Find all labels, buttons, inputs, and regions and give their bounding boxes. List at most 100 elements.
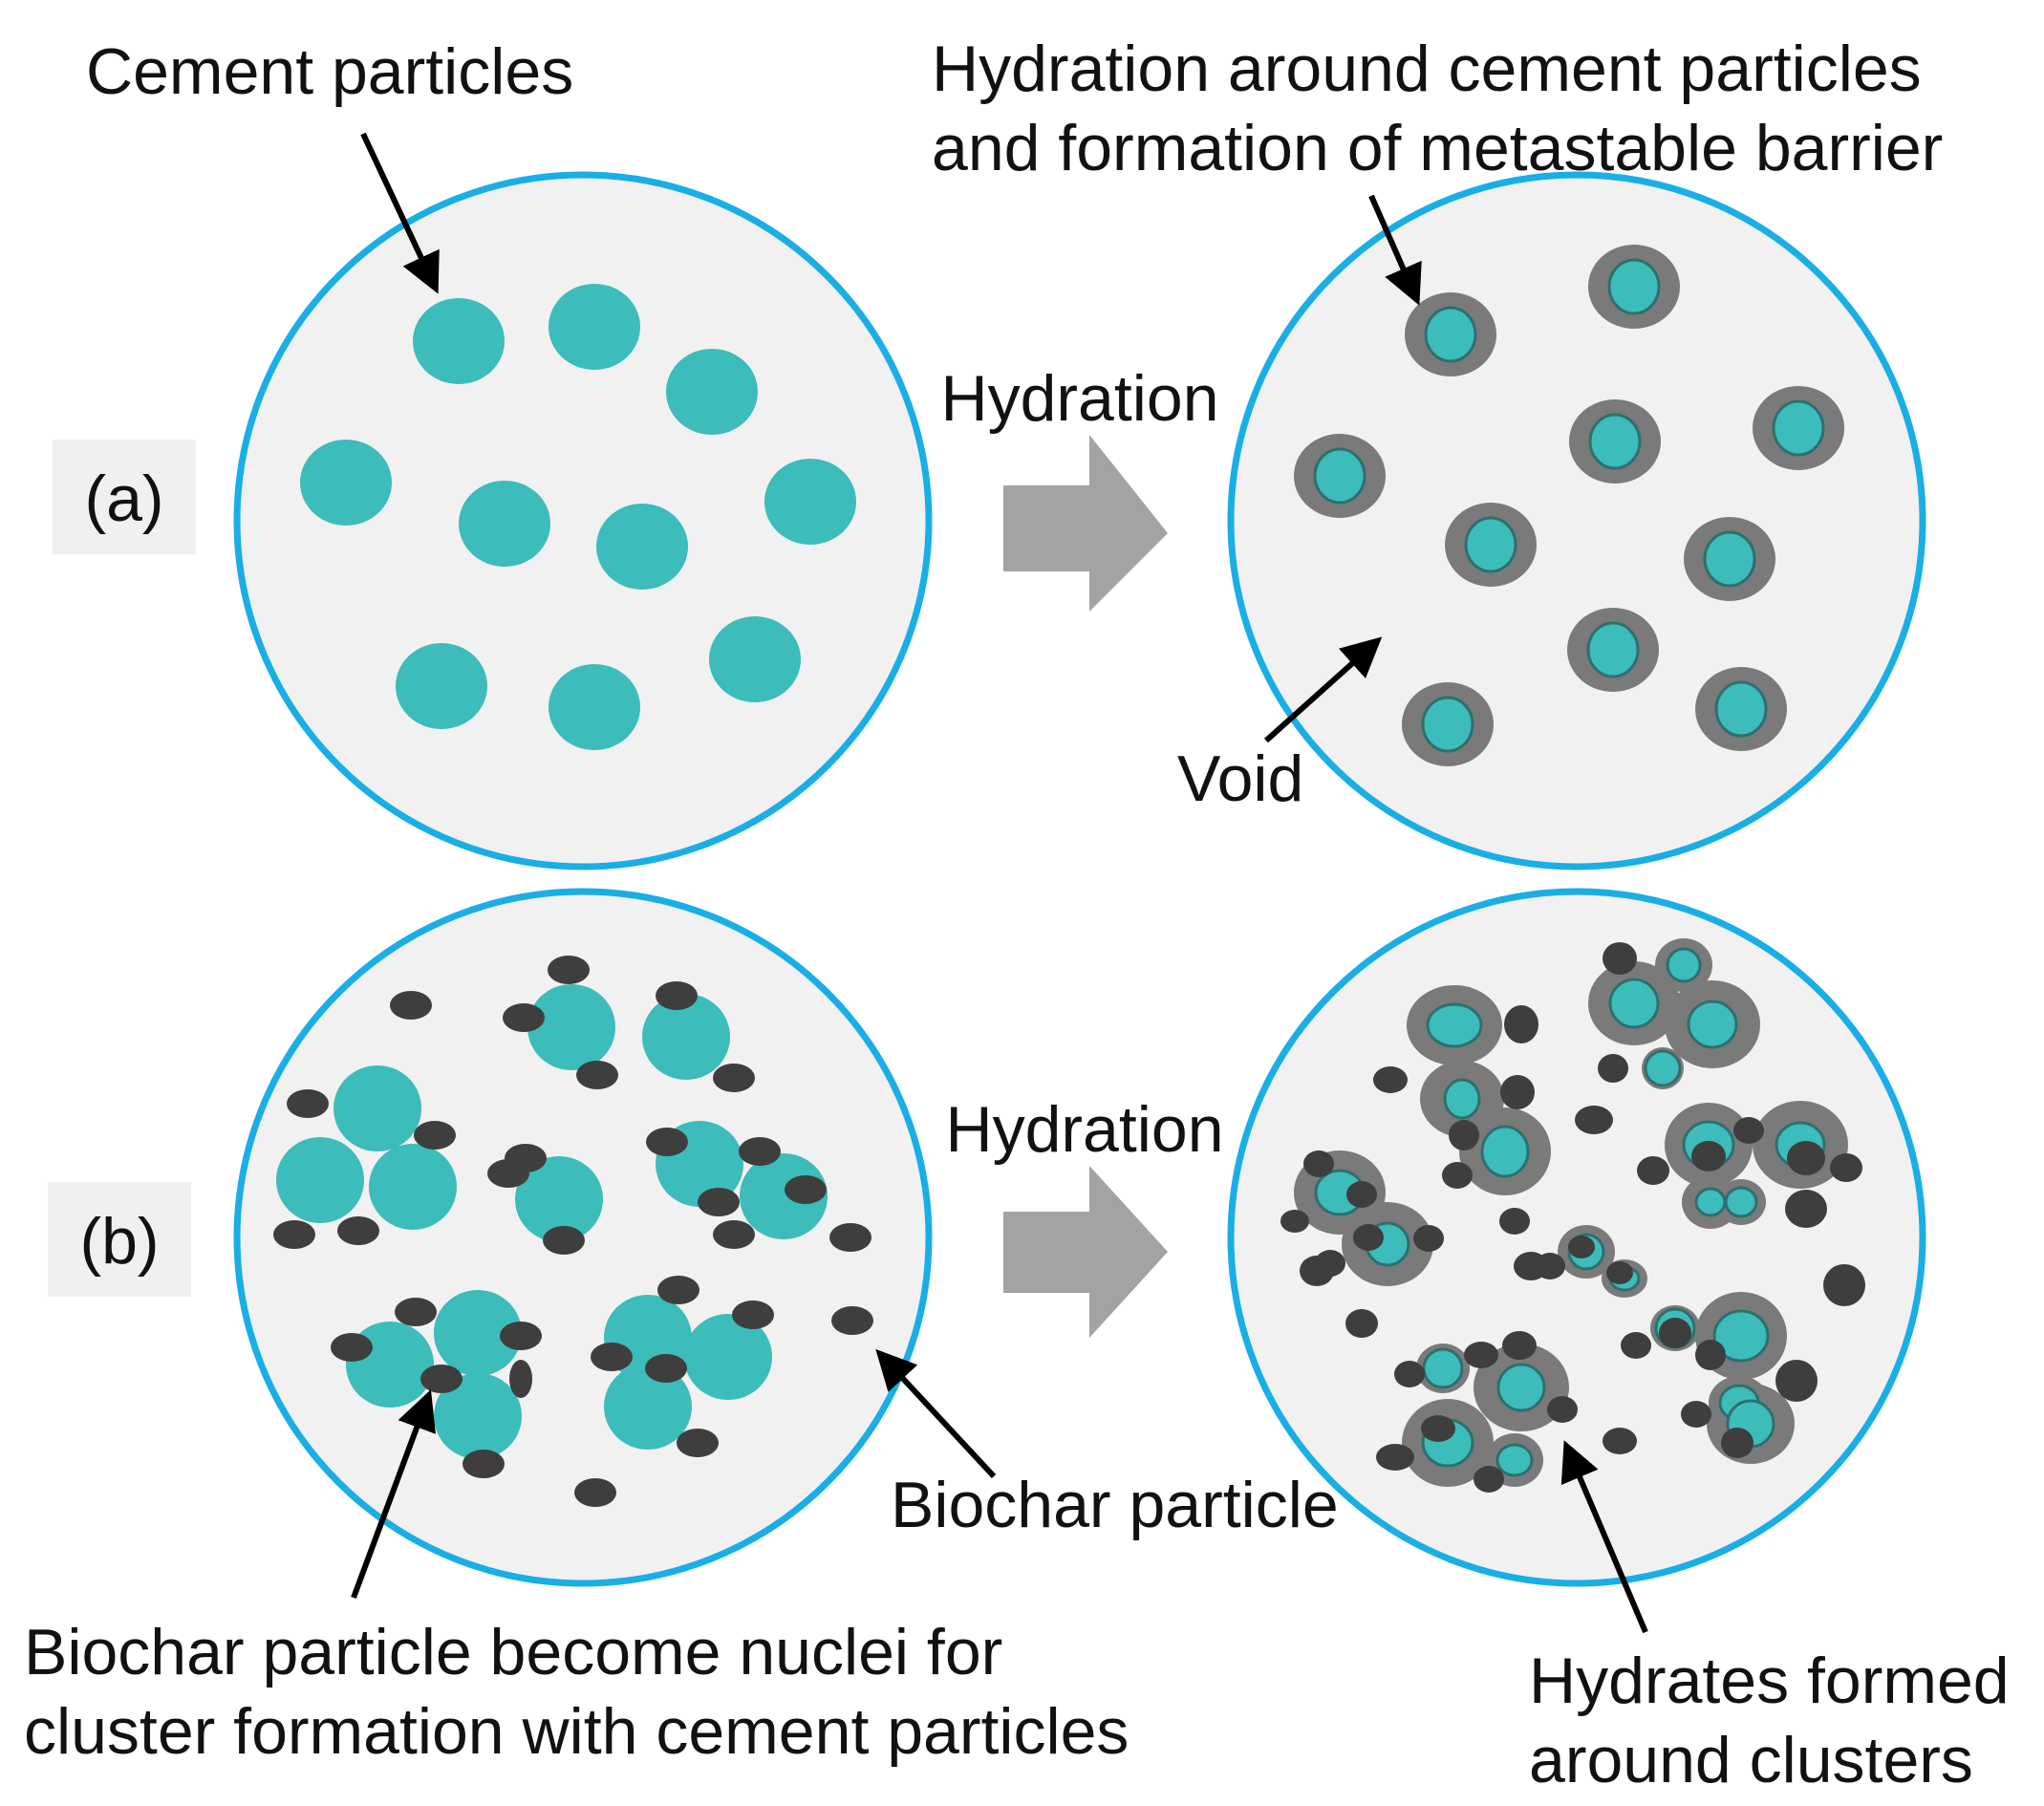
biochar-particle	[509, 1360, 532, 1398]
cement-core	[1687, 1000, 1738, 1049]
biochar-particle	[1606, 1261, 1633, 1284]
hydration-around-label-line1: Hydration around cement particles	[932, 32, 1922, 105]
panel-b-tag-box	[48, 1182, 191, 1297]
cement-core	[1694, 1187, 1727, 1217]
biochar-particle	[1373, 1066, 1408, 1093]
hydration-arrow-a	[1003, 435, 1168, 612]
biochar-particle	[713, 1220, 755, 1249]
hydrates-label-line1: Hydrates formed	[1529, 1645, 2010, 1717]
cement-particle	[276, 1137, 364, 1223]
biochar-particle	[1659, 1318, 1691, 1348]
biochar-particle	[500, 1322, 542, 1350]
biochar-particle	[785, 1175, 827, 1204]
biochar-particle	[1785, 1190, 1827, 1228]
biochar-particle	[656, 981, 698, 1010]
biochar-particle	[1500, 1075, 1535, 1109]
cement-particle	[300, 440, 392, 526]
biochar-particle-label: Biochar particle	[891, 1469, 1339, 1541]
hydrates-arrow	[1560, 1440, 1648, 1634]
biochar-particle	[543, 1226, 585, 1255]
panel-b-tag: (b)	[79, 1205, 159, 1278]
panel-a-tag-box	[53, 440, 196, 554]
biochar-particle	[1733, 1117, 1764, 1144]
cement-particle	[515, 1156, 603, 1242]
cement-particle	[369, 1144, 457, 1230]
cement-particle	[596, 504, 688, 590]
biochar-particle	[1695, 1340, 1726, 1370]
cement-particles-label: Cement particles	[86, 35, 573, 108]
biochar-particle	[337, 1216, 379, 1245]
cement-core	[1608, 978, 1660, 1029]
hydrates-label-line2: around clusters	[1529, 1724, 1973, 1796]
hydration-around-label-line2: and formation of metastable barrier	[932, 112, 1943, 184]
biochar-particle	[1691, 1141, 1726, 1172]
biochar-particle	[1504, 1005, 1538, 1043]
void-arrow	[1263, 636, 1383, 743]
biochar-particle	[1464, 1342, 1498, 1368]
hydrate-clusters-group	[1280, 938, 1865, 1493]
biochar-particle	[698, 1188, 740, 1216]
biochar-particle	[1376, 1444, 1414, 1471]
cement-particle	[434, 1373, 522, 1459]
cement-particle	[604, 1364, 692, 1450]
biochar-particle	[829, 1223, 871, 1252]
cement-core	[1703, 530, 1756, 588]
hydration-arrow-b	[1003, 1166, 1168, 1338]
biochar-particle	[1721, 1428, 1754, 1458]
cement-particle	[666, 349, 758, 435]
cement-core	[1495, 1443, 1534, 1477]
biochar-particle	[1499, 1208, 1530, 1235]
biochar-particle	[713, 1064, 755, 1092]
cement-core	[1421, 696, 1474, 753]
cement-core	[1496, 1363, 1546, 1412]
cement-core	[1424, 306, 1477, 363]
cement-particle	[684, 1314, 772, 1400]
cement-core	[1313, 447, 1366, 505]
cement-core	[1712, 1309, 1770, 1363]
biochar-particle	[273, 1220, 315, 1249]
biochar-particle	[1346, 1181, 1377, 1208]
biochar-particle	[1547, 1396, 1578, 1423]
biochar-particle	[591, 1343, 633, 1371]
biochar-particle	[390, 991, 432, 1020]
cement-particle	[459, 481, 550, 567]
hydrated-particles-group	[1294, 245, 1844, 766]
biochar-particle	[657, 1276, 699, 1304]
biochar-particle	[1621, 1332, 1651, 1359]
nuclei-label-line1: Biochar particle become nuclei for	[24, 1616, 1002, 1688]
biochar-particle	[1830, 1153, 1862, 1182]
biochar-particle	[646, 1128, 688, 1156]
cement-core	[1666, 947, 1702, 983]
biochar-particle	[1502, 1331, 1537, 1360]
panel-a-after-circle	[1227, 171, 1926, 871]
biochar-particle	[1598, 1054, 1628, 1083]
biochar-particle	[1568, 1236, 1595, 1258]
cement-particle	[396, 643, 487, 729]
biochar-particle	[1575, 1106, 1613, 1134]
cement-core	[1480, 1125, 1530, 1178]
biochar-particle	[287, 1089, 329, 1118]
nuclei-label-line2: cluster formation with cement particles	[24, 1695, 1129, 1768]
biochar-particle	[576, 1061, 618, 1089]
biochar-particle	[1345, 1309, 1378, 1338]
cement-particle	[549, 664, 640, 750]
cement-particles-group	[300, 284, 856, 750]
biochar-particle	[1823, 1264, 1865, 1306]
biochar-particle	[1637, 1156, 1669, 1185]
hydration-label-a: Hydration	[940, 362, 1218, 435]
cement-particle	[642, 994, 730, 1080]
cement-core	[1714, 680, 1768, 738]
cement-particle	[434, 1290, 522, 1376]
biochar-particle	[1775, 1360, 1818, 1402]
biochar-particle	[1449, 1120, 1479, 1150]
cement-core	[1422, 1347, 1464, 1389]
biochar-particle	[505, 1144, 547, 1172]
biochar-particle	[1353, 1224, 1384, 1251]
void-label: Void	[1177, 742, 1303, 815]
biochar-particle	[739, 1137, 781, 1166]
biochar-particle-arrow	[875, 1348, 997, 1479]
biochar-particle	[1300, 1256, 1334, 1286]
cement-core	[1443, 1078, 1481, 1120]
biochar-particle	[1474, 1466, 1504, 1493]
